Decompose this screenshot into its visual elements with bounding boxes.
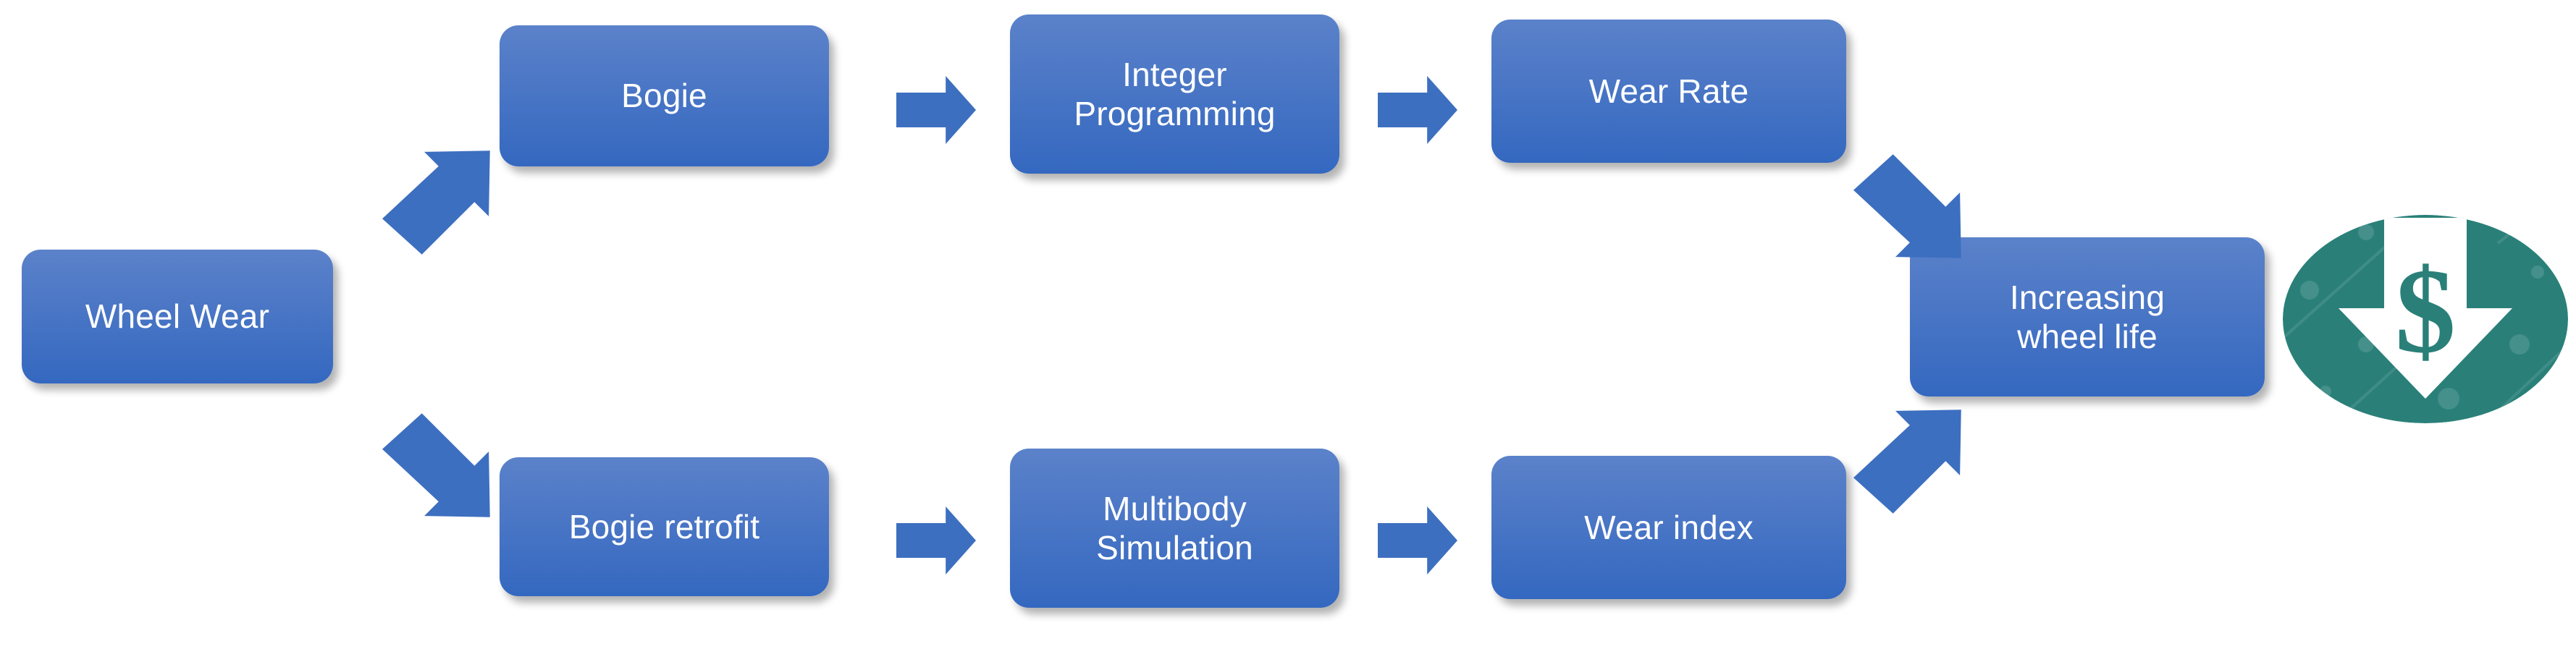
- arrow-integer-programming-to-wear-rate: [1378, 74, 1457, 146]
- node-integer-programming[interactable]: Integer Programming: [1010, 14, 1339, 174]
- node-multibody-simulation[interactable]: Multibody Simulation: [1010, 449, 1339, 608]
- node-wheel-wear[interactable]: Wheel Wear: [22, 250, 333, 383]
- arrow-wheel-wear-to-bogie: [376, 145, 496, 264]
- node-wear-index[interactable]: Wear index: [1491, 456, 1846, 599]
- dollar-down-arrow-icon: $: [2281, 214, 2570, 424]
- node-increasing-wheel-life-label: Increasing wheel life: [2009, 278, 2165, 355]
- node-bogie-label: Bogie: [621, 77, 707, 115]
- node-bogie-retrofit[interactable]: Bogie retrofit: [500, 457, 829, 596]
- arrow-bogie-to-integer-programming: [896, 74, 976, 146]
- node-multibody-simulation-label: Multibody Simulation: [1096, 489, 1253, 567]
- node-wheel-wear-label: Wheel Wear: [85, 297, 270, 336]
- arrow-wheel-wear-to-bogie-retrofit: [376, 404, 496, 523]
- svg-text:$: $: [2395, 244, 2456, 378]
- node-bogie[interactable]: Bogie: [500, 25, 829, 166]
- arrow-wear-rate-to-increasing-wheel-life: [1848, 145, 1967, 264]
- node-integer-programming-label: Integer Programming: [1074, 55, 1276, 132]
- node-wear-index-label: Wear index: [1584, 508, 1754, 546]
- node-bogie-retrofit-label: Bogie retrofit: [568, 507, 760, 546]
- node-wear-rate[interactable]: Wear Rate: [1491, 20, 1846, 163]
- node-wear-rate-label: Wear Rate: [1588, 72, 1749, 110]
- arrow-wear-index-to-increasing-wheel-life: [1848, 404, 1967, 523]
- arrow-bogie-retrofit-to-multibody-simulation: [896, 504, 976, 577]
- node-increasing-wheel-life[interactable]: Increasing wheel life: [1910, 237, 2265, 396]
- arrow-multibody-simulation-to-wear-index: [1378, 504, 1457, 577]
